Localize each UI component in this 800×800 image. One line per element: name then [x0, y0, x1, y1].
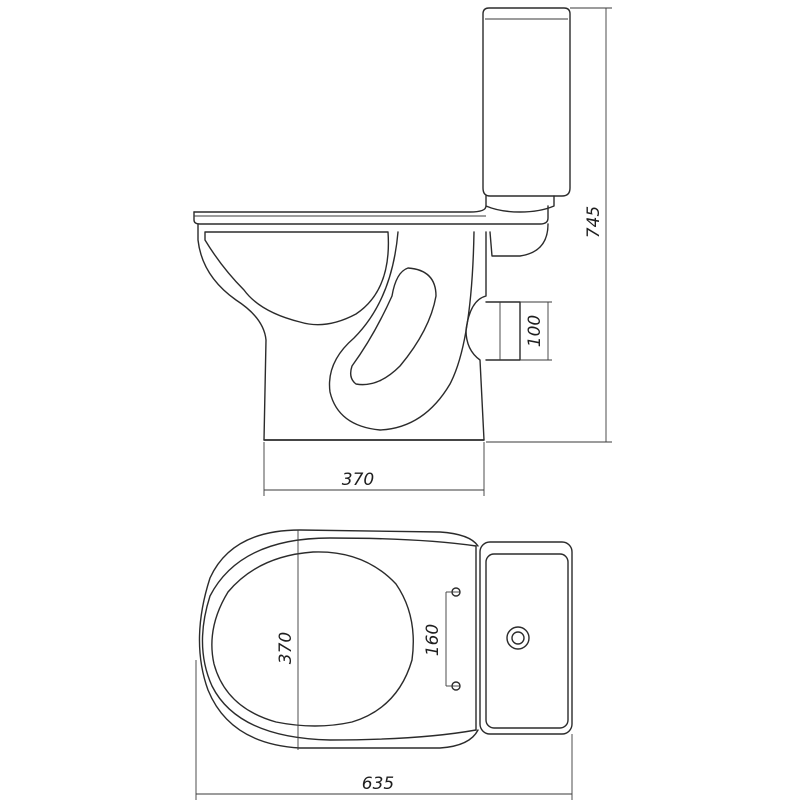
dimension-base-width-label: 370	[342, 470, 374, 490]
side-view: 745 100 370	[193, 7, 612, 496]
bolt-holes	[451, 587, 461, 691]
cistern-top	[475, 541, 573, 735]
dimension-seat-width-label: 370	[276, 632, 296, 664]
seat-outline	[201, 537, 477, 741]
dimension-bolt-spacing-label: 160	[423, 624, 443, 656]
outlet-pipe	[485, 301, 521, 361]
trapway	[328, 231, 475, 431]
flush-connector	[489, 223, 549, 257]
dimension-base-width: 370	[263, 442, 485, 496]
bowl-rim	[193, 205, 549, 225]
flush-button-outer	[506, 626, 530, 650]
dimension-overall-length-label: 635	[362, 774, 394, 794]
dimension-outlet-label: 100	[525, 315, 545, 347]
top-view: 160 370 635	[195, 529, 573, 800]
dimension-seat-width: 370	[276, 530, 299, 750]
dimension-bolt-spacing: 160	[423, 591, 460, 687]
cistern-connector	[485, 195, 555, 213]
dimension-overall-length: 635	[195, 660, 573, 800]
cistern-tank	[482, 7, 571, 197]
bowl-outline-top	[198, 529, 479, 749]
bowl-body	[197, 223, 487, 441]
seat-opening	[211, 551, 414, 727]
flush-button-inner	[511, 631, 525, 645]
dimension-outlet: 100	[520, 301, 552, 361]
dimension-height-label: 745	[584, 206, 604, 238]
dimension-height: 745	[486, 7, 612, 443]
bowl-inner-basin	[204, 231, 390, 326]
